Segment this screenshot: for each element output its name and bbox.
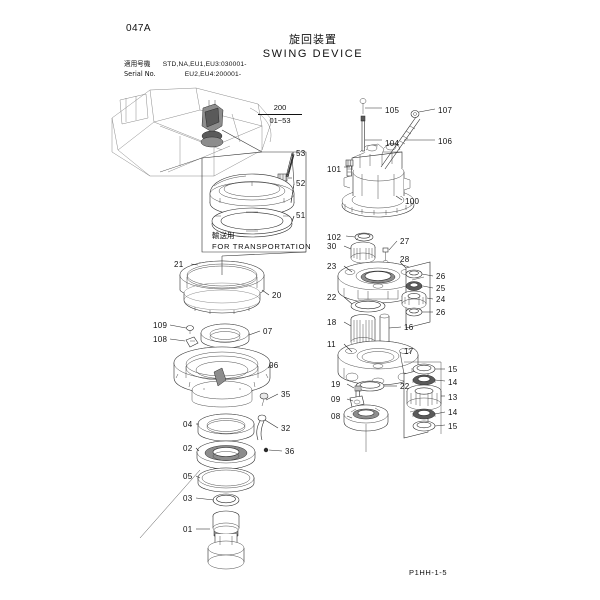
transport-caption-japanese: 輸送用 — [212, 231, 235, 240]
callout-11: 11 — [327, 340, 336, 349]
callout-07: 07 — [263, 327, 273, 336]
callout-26: 26 — [436, 272, 446, 281]
callout-102: 102 — [327, 233, 342, 242]
callout-52: 52 — [296, 179, 306, 188]
callout-27: 27 — [400, 237, 410, 246]
part-22-ring-upper — [350, 299, 386, 313]
part-01-shaft — [207, 510, 245, 570]
callout-101: 101 — [327, 165, 342, 174]
part-05-ring — [197, 467, 255, 493]
callout-51: 51 — [296, 211, 306, 220]
callout-36: 36 — [285, 447, 295, 456]
callout-23: 23 — [327, 262, 337, 271]
part-07-bearing — [200, 323, 250, 349]
callout-22: 22 — [400, 382, 410, 391]
part-36-plug — [263, 447, 269, 453]
part-106-lever — [380, 116, 421, 170]
callout-05: 05 — [183, 472, 193, 481]
callout-04: 04 — [183, 420, 193, 429]
callout-108: 108 — [153, 335, 168, 344]
callout-26: 26 — [436, 308, 446, 317]
callout-19: 19 — [331, 380, 341, 389]
parts-26-25-24-stack — [401, 269, 427, 317]
callout-25: 25 — [436, 284, 446, 293]
part-35-bolt — [259, 392, 269, 407]
serial-value-line2: EU2,EU4:200001- — [184, 70, 242, 78]
callout-28: 28 — [400, 255, 410, 264]
serial-label-english: Serial No. — [124, 69, 156, 78]
part-108-fitting — [185, 336, 199, 348]
footer-code: P1HH-1-5 — [409, 568, 448, 577]
callout-107: 107 — [438, 106, 453, 115]
reference-group-fraction: 200 01~53 — [258, 103, 302, 126]
part-101-bolt — [345, 159, 354, 177]
part-09-washer — [349, 395, 365, 408]
transport-caption-english: FOR TRANSPORTATION — [212, 241, 312, 251]
part-30-coupling — [350, 241, 376, 264]
callout-22: 22 — [327, 293, 337, 302]
serial-label-japanese: 適用号機 — [124, 60, 151, 68]
part-03-oring — [212, 493, 240, 507]
callout-24: 24 — [436, 295, 446, 304]
part-02-bearing — [196, 440, 256, 470]
callout-08: 08 — [331, 412, 341, 421]
parts-15-14-13-stack — [406, 363, 442, 432]
callout-106: 106 — [438, 137, 453, 146]
part-23-housing — [337, 261, 419, 304]
callout-leaders — [139, 107, 446, 539]
part-20-swing-ring — [179, 260, 265, 314]
callout-21: 21 — [174, 260, 184, 269]
callout-105: 105 — [385, 106, 400, 115]
page-code: 047A — [126, 23, 151, 34]
part-27-bolt — [382, 247, 389, 264]
part-32-hose — [256, 414, 267, 441]
callout-104: 104 — [385, 139, 400, 148]
page-title: 旋回装置 SWING DEVICE — [248, 33, 378, 62]
callout-100: 100 — [405, 197, 420, 206]
part-51-ring — [211, 207, 293, 238]
part-06-bearing-housing — [173, 346, 271, 408]
part-109-plug — [186, 325, 194, 334]
callout-16: 16 — [404, 323, 414, 332]
callout-09: 09 — [331, 395, 341, 404]
part-105-pin — [359, 98, 367, 114]
callout-109: 109 — [153, 321, 168, 330]
callout-15: 15 — [448, 365, 458, 374]
callout-01: 01 — [183, 525, 193, 534]
part-11-housing — [337, 340, 419, 386]
callout-20: 20 — [272, 291, 282, 300]
transport-detail-box — [201, 151, 307, 253]
callout-02: 02 — [183, 444, 193, 453]
excavator-illustration — [111, 87, 273, 177]
reference-divider — [258, 114, 302, 116]
callout-14: 14 — [448, 408, 458, 417]
callout-15: 15 — [448, 422, 458, 431]
serial-number-block: 適用号機 STD,NA,EU1,EU3:030001- Serial No. E… — [124, 60, 247, 79]
part-04-seal — [197, 413, 255, 442]
callout-53: 53 — [296, 149, 306, 158]
reference-group-number: 200 — [273, 103, 287, 112]
part-102-snap-ring — [354, 232, 374, 242]
part-08-flange — [343, 404, 389, 452]
page-title-japanese: 旋回装置 — [289, 33, 337, 46]
callout-35: 35 — [281, 390, 291, 399]
part-104-bolt — [360, 115, 366, 152]
page-title-english: SWING DEVICE — [262, 47, 364, 60]
part-100-swing-motor — [341, 142, 415, 218]
part-107-eyelet — [410, 110, 420, 118]
serial-value-line1: STD,NA,EU1,EU3:030001- — [162, 61, 247, 68]
callout-13: 13 — [448, 393, 458, 402]
callout-17: 17 — [404, 347, 414, 356]
callout-18: 18 — [327, 318, 337, 327]
callout-06: 06 — [269, 361, 279, 370]
callout-30: 30 — [327, 242, 337, 251]
callout-32: 32 — [281, 424, 291, 433]
transport-caption: 輸送用 FOR TRANSPORTATION — [212, 231, 311, 252]
part-52-cover — [209, 173, 295, 217]
callout-14: 14 — [448, 378, 458, 387]
callout-03: 03 — [183, 494, 193, 503]
reference-item-range: 01~53 — [269, 116, 291, 126]
